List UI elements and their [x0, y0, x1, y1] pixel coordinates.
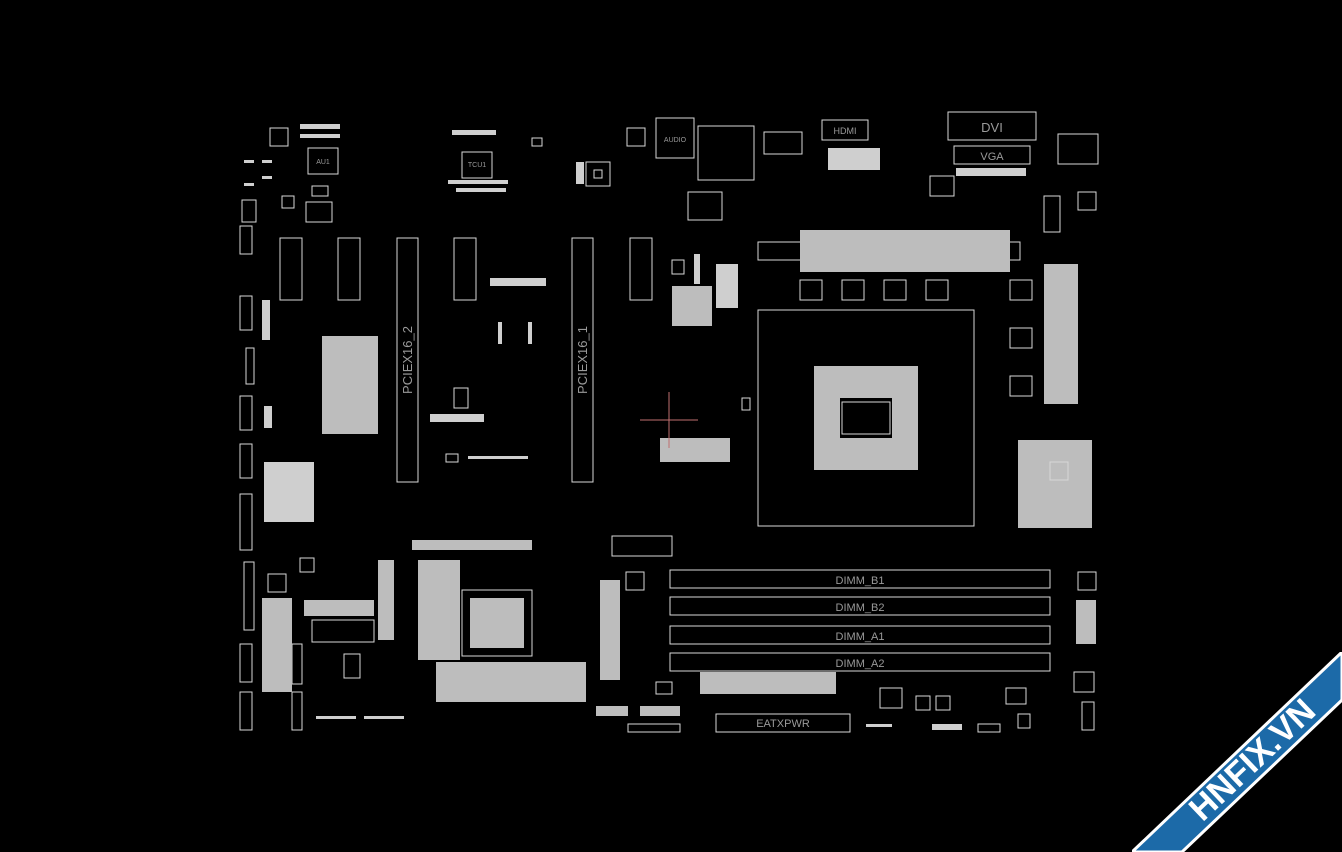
- pcie-x16-slot-2: PCIEX16_2: [396, 237, 419, 483]
- left-edge-headers: [239, 225, 303, 731]
- dimm-b1-slot: DIMM_B1: [669, 569, 1051, 589]
- pcie-x16-slot-1: PCIEX16_1: [571, 237, 594, 483]
- top-left-components: AU1: [241, 124, 340, 223]
- au1-label: AU1: [316, 159, 330, 166]
- dimm-a1-slot: DIMM_A1: [669, 625, 1051, 645]
- cpu-socket: [757, 309, 975, 527]
- dimm-b2-slot: DIMM_B2: [669, 596, 1051, 616]
- dimm-a1-label: DIMM_A1: [836, 631, 885, 643]
- bottom-row-components: EATXPWR: [596, 672, 1095, 733]
- pcie-x16-2-label: PCIEX16_2: [400, 326, 415, 394]
- dimm-a2-slot: DIMM_A2: [669, 652, 1051, 672]
- dimm-a2-label: DIMM_A2: [836, 658, 885, 670]
- hdmi-label: HDMI: [834, 126, 857, 136]
- back-io-connectors: AUDIO HDMI DVI VGA: [626, 111, 1099, 233]
- tcu1-chip-group: TCU1: [448, 130, 611, 192]
- crosshair-cursor-icon: [640, 392, 698, 448]
- audio-label: AUDIO: [664, 137, 687, 144]
- dvi-label: DVI: [981, 120, 1003, 135]
- vga-label: VGA: [980, 151, 1004, 163]
- pcie-x1-slots: [279, 237, 653, 301]
- dimm-slots: DIMM_B1 DIMM_B2 DIMM_A1 DIMM_A2: [600, 535, 1097, 693]
- mid-left-components: [262, 254, 751, 522]
- tcu1-label: TCU1: [468, 162, 486, 169]
- pcie-x16-1-label: PCIEX16_1: [575, 326, 590, 394]
- eatxpwr-label: EATXPWR: [756, 718, 810, 730]
- dimm-b1-label: DIMM_B1: [836, 575, 885, 587]
- vrm-area: [757, 230, 1092, 528]
- chipset-area: [262, 540, 586, 719]
- dimm-b2-label: DIMM_B2: [836, 602, 885, 614]
